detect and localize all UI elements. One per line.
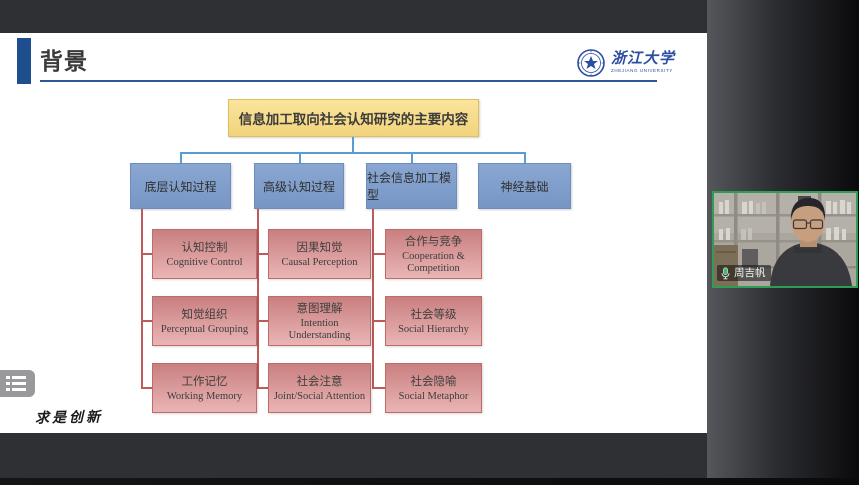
title-accent-bar [17, 38, 31, 84]
connector [524, 152, 526, 163]
connector [141, 253, 152, 255]
connector [411, 152, 413, 163]
chart-node: 社会等级 Social Hierarchy [385, 296, 482, 346]
node-label-en: Working Memory [166, 391, 243, 403]
connector [372, 253, 385, 255]
chart-node: 工作记忆 Working Memory [152, 363, 257, 413]
node-label-cn: 知觉组织 [181, 309, 228, 322]
university-seal-icon [577, 49, 605, 77]
calligraphy-signature: 求是创新 [34, 410, 104, 427]
node-label-en: Causal Perception [281, 257, 358, 269]
connector [180, 152, 182, 163]
node-label-en: Intention Understanding [288, 318, 351, 341]
webcam-video [714, 193, 856, 286]
bottom-letterbox [0, 433, 707, 478]
bottom-edge-bar [0, 478, 859, 485]
list-icon [6, 382, 35, 385]
node-label-en: Cooperation & Competition [402, 251, 465, 274]
logo-name-cn: 浙江大学 [611, 51, 676, 68]
page-title: 背景 [40, 48, 88, 74]
shared-slide: 背景 浙江大学 ZHEJIANG UNIVERSITY 信息加工取向社会认知研究… [0, 33, 707, 433]
connector [257, 209, 259, 387]
node-label-cn: 社会隐喻 [410, 376, 457, 389]
annotation-list-button[interactable] [0, 370, 35, 397]
title-underline [40, 80, 657, 82]
connector [352, 137, 354, 152]
node-label-cn: 因果知觉 [296, 242, 343, 255]
list-icon [6, 388, 35, 391]
connector [257, 320, 268, 322]
list-icon [6, 376, 35, 379]
chart-node: 意图理解 Intention Understanding [268, 296, 371, 346]
node-label-cn: 合作与竞争 [404, 236, 463, 249]
logo-name-en: ZHEJIANG UNIVERSITY [611, 68, 673, 74]
connector [299, 152, 301, 163]
chart-node: 社会隐喻 Social Metaphor [385, 363, 482, 413]
participant-name: 周吉帆 [734, 267, 766, 279]
chart-node: 认知控制 Cognitive Control [152, 229, 257, 279]
microphone-icon [721, 266, 730, 279]
chart-column-header: 社会信息加工模型 [366, 163, 457, 209]
node-label-en: Cognitive Control [166, 257, 243, 269]
node-label-cn: 工作记忆 [181, 376, 228, 389]
connector [257, 387, 268, 389]
connector [180, 152, 525, 154]
connector [372, 387, 385, 389]
top-letterbox [0, 0, 707, 33]
participant-video-tile[interactable]: 周吉帆 [712, 191, 858, 288]
chart-column-header: 高级认知过程 [254, 163, 344, 209]
video-sidebar: 周吉帆 [707, 0, 859, 478]
node-label-cn: 社会等级 [410, 309, 457, 322]
node-label-en: Perceptual Grouping [160, 324, 249, 336]
node-label-en: Social Hierarchy [398, 324, 469, 336]
chart-column-header: 底层认知过程 [130, 163, 231, 209]
chart-root-box: 信息加工取向社会认知研究的主要内容 [228, 99, 479, 137]
chart-node: 知觉组织 Perceptual Grouping [152, 296, 257, 346]
node-label-cn: 意图理解 [296, 303, 343, 316]
chart-node: 社会注意 Joint/Social Attention [268, 363, 371, 413]
chart-node: 合作与竞争 Cooperation & Competition [385, 229, 482, 279]
connector [141, 387, 152, 389]
chart-node: 因果知觉 Causal Perception [268, 229, 371, 279]
node-label-en: Social Metaphor [398, 391, 469, 403]
participant-name-tag: 周吉帆 [717, 265, 771, 281]
university-logo: 浙江大学 ZHEJIANG UNIVERSITY [576, 46, 676, 80]
connector [141, 209, 143, 387]
chart-column-header: 神经基础 [478, 163, 571, 209]
node-label-cn: 社会注意 [296, 376, 343, 389]
connector [372, 320, 385, 322]
connector [372, 209, 374, 387]
node-label-cn: 认知控制 [181, 242, 228, 255]
connector [257, 253, 268, 255]
connector [141, 320, 152, 322]
node-label-en: Joint/Social Attention [273, 391, 366, 403]
